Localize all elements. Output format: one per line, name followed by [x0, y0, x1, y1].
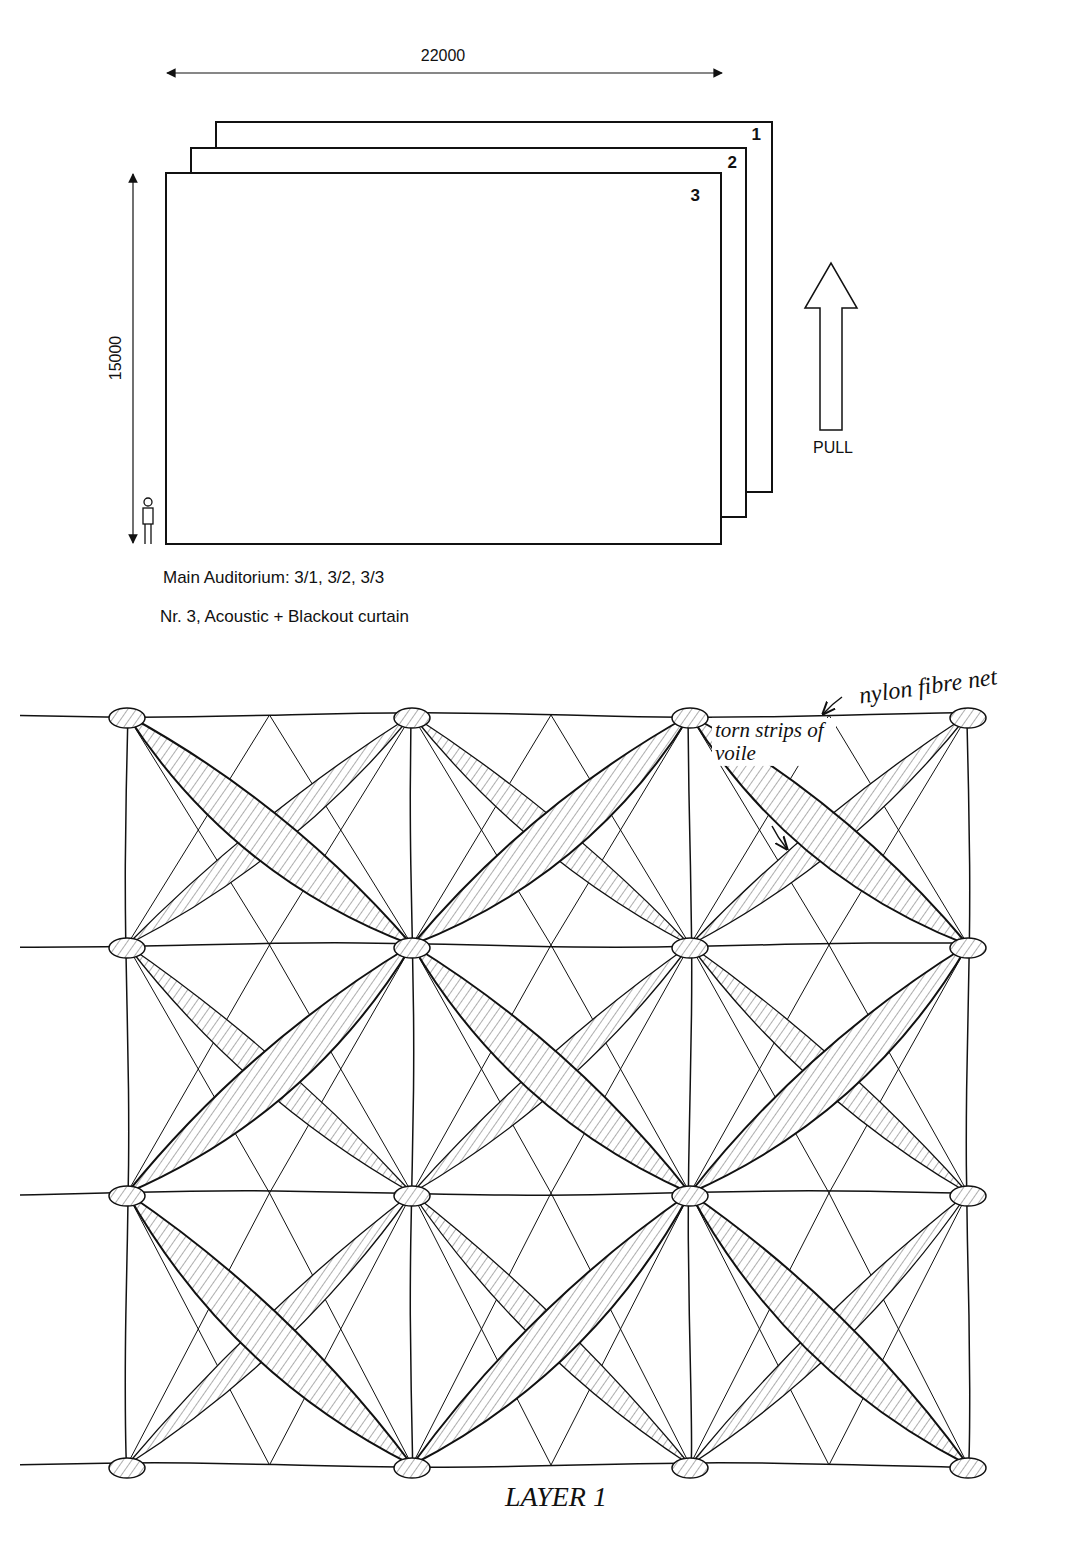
knot — [950, 938, 986, 958]
voile-strip — [127, 1193, 412, 1465]
knot — [394, 938, 430, 958]
knot — [672, 708, 708, 728]
net-cord — [966, 715, 969, 1465]
voile-strip — [412, 1193, 690, 1465]
net-cord — [20, 1463, 955, 1467]
layer-title: LAYER 1 — [502, 1481, 610, 1514]
knot — [672, 1186, 708, 1206]
net-cord — [410, 715, 413, 1465]
voile-strip — [412, 715, 690, 945]
voile-strip — [690, 945, 968, 1193]
net-cord — [688, 715, 692, 1465]
voile-strip — [127, 715, 412, 945]
voile-strip — [690, 715, 968, 945]
voile-strip — [690, 1193, 968, 1465]
pull-arrow — [805, 263, 857, 430]
dimension-line — [132, 174, 133, 543]
knot — [109, 1186, 145, 1206]
voile-strip — [412, 945, 690, 1193]
knot — [394, 708, 430, 728]
knot — [109, 1458, 145, 1478]
knot — [394, 1186, 430, 1206]
net-sketch — [20, 708, 986, 1478]
net-cord — [20, 943, 955, 948]
voile-strip — [690, 945, 968, 1193]
note-text: Main Auditorium: 3/1, 3/2, 3/3 — [163, 569, 384, 588]
knot — [950, 1186, 986, 1206]
voile-strip — [412, 945, 690, 1193]
knot — [950, 1458, 986, 1478]
handwritten-note: torn strips of voile — [712, 718, 836, 766]
net-cord — [20, 1191, 955, 1195]
leader-arrow — [772, 826, 787, 849]
net-cord — [125, 715, 128, 1465]
knot — [672, 1458, 708, 1478]
voile-strip — [412, 1193, 690, 1465]
voile-strip — [690, 1193, 968, 1465]
callout-number: 1 — [752, 126, 761, 143]
dimension-line — [167, 72, 722, 73]
voile-strip — [412, 715, 690, 945]
person-icon — [143, 498, 153, 544]
knot — [950, 708, 986, 728]
voile-strip — [127, 1193, 412, 1465]
voile-strip — [127, 945, 412, 1193]
knot — [672, 938, 708, 958]
handwritten-note: nylon fibre net — [854, 662, 1002, 710]
voile-strip — [127, 945, 412, 1193]
voile-strip — [127, 715, 412, 945]
callout-number: 2 — [728, 154, 737, 171]
callout-number: 3 — [691, 187, 700, 204]
knot — [394, 1458, 430, 1478]
note-text: Nr. 3, Acoustic + Blackout curtain — [160, 608, 409, 627]
knot — [109, 708, 145, 728]
dimension-text: 15000 — [107, 336, 125, 381]
net-cord — [20, 713, 955, 717]
curtain-panel: 3 — [165, 172, 722, 545]
pull-label: PULL — [813, 439, 853, 457]
knot — [109, 938, 145, 958]
leader-arrow — [823, 697, 842, 714]
dimension-text: 22000 — [421, 47, 466, 65]
voile-strip — [690, 715, 968, 945]
